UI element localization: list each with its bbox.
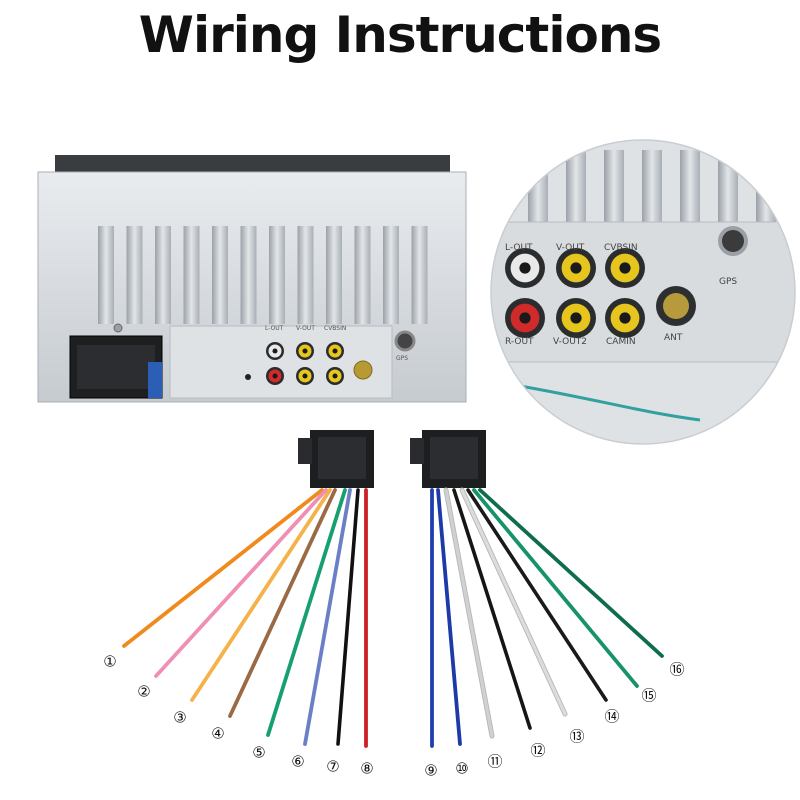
- page-title: Wiring Instructions: [138, 6, 662, 64]
- zoom-rca-cvbsin: [605, 248, 645, 288]
- zoom-rca-vout2: [556, 298, 596, 338]
- heat-sink-fin: [269, 226, 285, 324]
- heat-sink-fin: [383, 226, 399, 324]
- unit-label-cvbsin: CVBSIN: [324, 325, 346, 332]
- zoom-label-camin: CAMIN: [606, 337, 636, 347]
- wire-5-number: ⑤: [252, 744, 265, 762]
- wire-5: [266, 488, 347, 737]
- unit-label-lout: L-OUT: [265, 325, 284, 332]
- wire-2-number: ②: [137, 683, 150, 701]
- wire-10-number: ⑩: [455, 760, 468, 778]
- heat-sink-fin: [326, 226, 342, 324]
- zoom-rca-camin: [605, 298, 645, 338]
- harness-wires: [122, 487, 664, 748]
- unit-rca-ports: [266, 342, 344, 385]
- unit-screw: [113, 323, 123, 333]
- wire-11-number: ⑪: [487, 753, 502, 771]
- wire-7-number: ⑦: [326, 758, 339, 776]
- unit-rca-vout: [296, 342, 314, 360]
- zoom-detail: L-OUT V-OUT CVBSIN R-OUT V-OUT2 CAMIN AN…: [490, 139, 796, 445]
- wire-14-number: ⑭: [604, 708, 619, 726]
- wire-6-number: ⑥: [291, 753, 304, 771]
- wire-12-number: ⑫: [530, 742, 545, 760]
- wire-7: [336, 488, 360, 746]
- wire-16-number: ⑯: [669, 661, 684, 679]
- heat-sink-fin: [297, 226, 314, 324]
- zoom-border: [490, 139, 796, 445]
- wire-6: [303, 488, 352, 746]
- wire-15: [472, 488, 639, 688]
- zoom-label-rout: R-OUT: [505, 337, 534, 347]
- wire-12: [452, 488, 532, 730]
- zoom-rca-vout: [556, 248, 596, 288]
- zoom-io-plate: [491, 221, 795, 363]
- harness-connector-right: [410, 430, 486, 488]
- heat-sink-fin: [183, 226, 200, 324]
- heat-sink-fin: [155, 226, 171, 324]
- zoom-label-vout2: V-OUT2: [553, 337, 587, 347]
- unit-rca-cvbsin: [326, 342, 344, 360]
- connector-left-latch: [298, 438, 312, 464]
- wire-4: [228, 488, 337, 718]
- unit-rca-vout2: [296, 367, 314, 385]
- wire-15-number: ⑮: [641, 687, 656, 705]
- zoom-label-gps: GPS: [719, 277, 737, 287]
- wire-1: [122, 488, 324, 648]
- wire-8-number: ⑧: [360, 760, 373, 778]
- unit-antenna-port: [353, 360, 373, 380]
- harness-connector-left: [298, 430, 374, 488]
- zoom-heat-sink-fin: [566, 150, 586, 222]
- heat-sink-fin: [411, 226, 428, 324]
- zoom-gps-port: [718, 226, 748, 256]
- unit-mic-hole: [245, 374, 251, 380]
- rear-io-plate: [169, 325, 393, 399]
- unit-gps-label: GPS: [396, 355, 408, 362]
- wire-3: [190, 488, 332, 702]
- zoom-rca-ports: [505, 248, 645, 338]
- wire-3-number: ③: [173, 709, 186, 727]
- zoom-heat-sink-fin: [642, 150, 662, 222]
- head-unit: L-OUT V-OUT CVBSIN GPS: [37, 155, 467, 403]
- heat-sink-fin: [126, 226, 143, 324]
- wire-13-number: ⑬: [569, 728, 584, 746]
- heat-sink-fins: [98, 226, 428, 324]
- zoom-label-ant: ANT: [664, 333, 683, 343]
- iso-socket-lock-tab: [148, 362, 162, 398]
- zoom-heat-sink-fin: [680, 150, 700, 222]
- wire-2: [154, 488, 328, 678]
- heat-sink-fin: [240, 226, 257, 324]
- zoom-cable: [519, 384, 701, 422]
- wire-10: [436, 488, 462, 746]
- wire-4-number: ④: [211, 725, 224, 743]
- zoom-antenna-pin: [663, 293, 689, 319]
- zoom-heat-sink-fin: [756, 150, 776, 222]
- unit-gps-port: [394, 330, 416, 352]
- heat-sink-fin: [212, 226, 228, 324]
- wire-16: [478, 488, 664, 658]
- zoom-label-cvbsin: CVBSIN: [604, 243, 638, 253]
- connector-right-latch: [410, 438, 424, 464]
- zoom-heat-sink-fin: [604, 150, 624, 222]
- connector-left-face: [318, 437, 366, 479]
- zoom-label-lout: L-OUT: [505, 243, 533, 253]
- wire-1-number: ①: [103, 653, 116, 671]
- unit-rca-rout: [266, 367, 284, 385]
- heat-sink-fin: [354, 226, 371, 324]
- wire-9-number: ⑨: [424, 762, 437, 780]
- wire-14: [466, 488, 608, 702]
- wire-11: [444, 488, 494, 738]
- zoom-rca-rout: [505, 298, 545, 338]
- zoom-rca-lout: [505, 248, 545, 288]
- zoom-label-vout: V-OUT: [556, 243, 585, 253]
- wire-13: [460, 488, 567, 716]
- zoom-heat-sink-fin: [528, 150, 548, 222]
- connector-right-face: [430, 437, 478, 479]
- unit-label-vout: V-OUT: [296, 325, 315, 332]
- unit-rca-lout: [266, 342, 284, 360]
- unit-rca-camin: [326, 367, 344, 385]
- iso-socket-inner: [77, 345, 155, 389]
- heat-sink-fin: [98, 226, 114, 324]
